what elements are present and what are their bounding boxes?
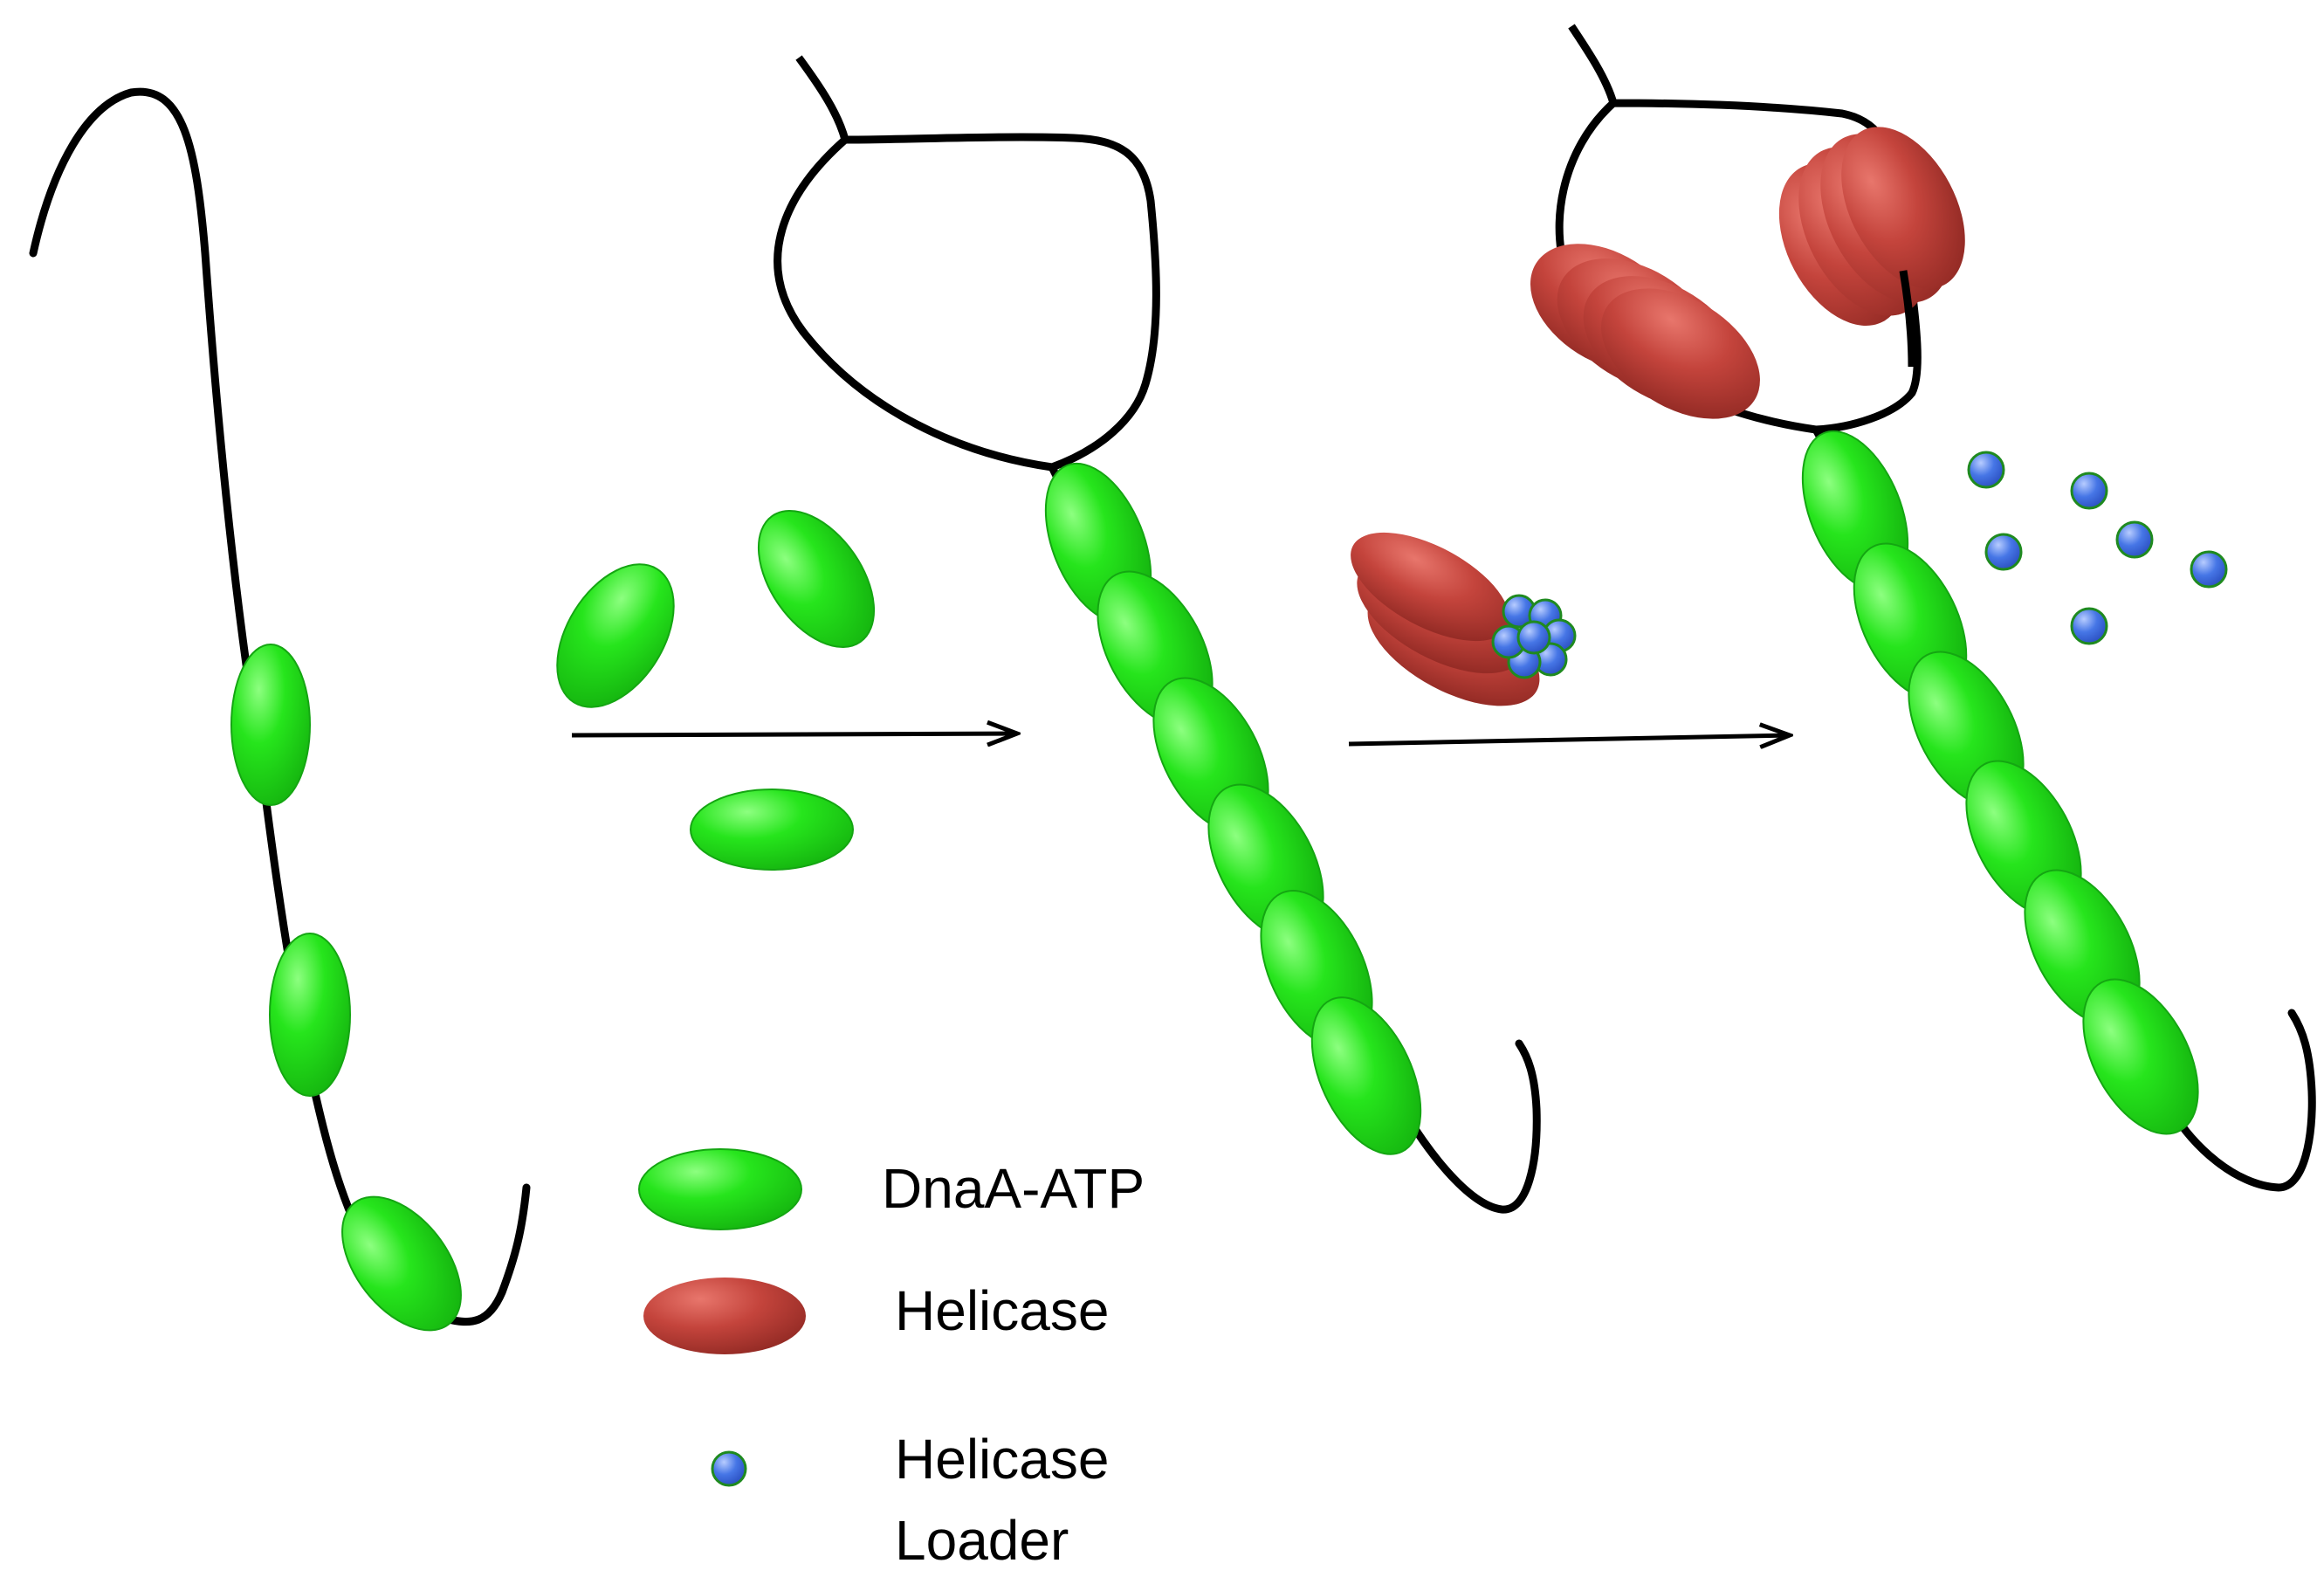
helicase-ring — [1530, 244, 1760, 419]
helicase-ring — [1778, 127, 1965, 326]
dna-bubble-stage2 — [774, 55, 1160, 472]
legend-dnaa-swatch — [638, 1148, 802, 1230]
dna-tail-stage2 — [1401, 1039, 1541, 1214]
legend-dnaa-label: DnaA-ATP — [882, 1157, 1145, 1220]
free-dnaa-molecule — [690, 789, 854, 871]
transition-arrow-1 — [571, 734, 1017, 735]
dna-bubble-stage3 — [1555, 24, 1922, 434]
released-helicase-loaders — [1967, 451, 2228, 645]
dnaa-molecule — [341, 1195, 462, 1332]
free-dnaa-molecule — [757, 509, 876, 649]
dnaa-molecule — [230, 644, 311, 806]
transition-arrow-2 — [1348, 735, 1790, 744]
legend-helicase-label: Helicase — [895, 1279, 1110, 1342]
legend-helicase-swatch — [643, 1278, 806, 1354]
legend-loader-label: Helicase Loader — [895, 1428, 1110, 1572]
dnaa-molecule — [269, 933, 351, 1097]
dnaa-filament-stage3 — [1801, 430, 2199, 1135]
free-dnaa-molecule — [556, 563, 675, 708]
dnaa-filament-stage2 — [1044, 462, 1422, 1155]
dna-tail-stage3 — [2169, 1009, 2316, 1192]
helicase-loader-complex — [1351, 532, 1577, 706]
legend-loader-swatch — [711, 1450, 747, 1487]
